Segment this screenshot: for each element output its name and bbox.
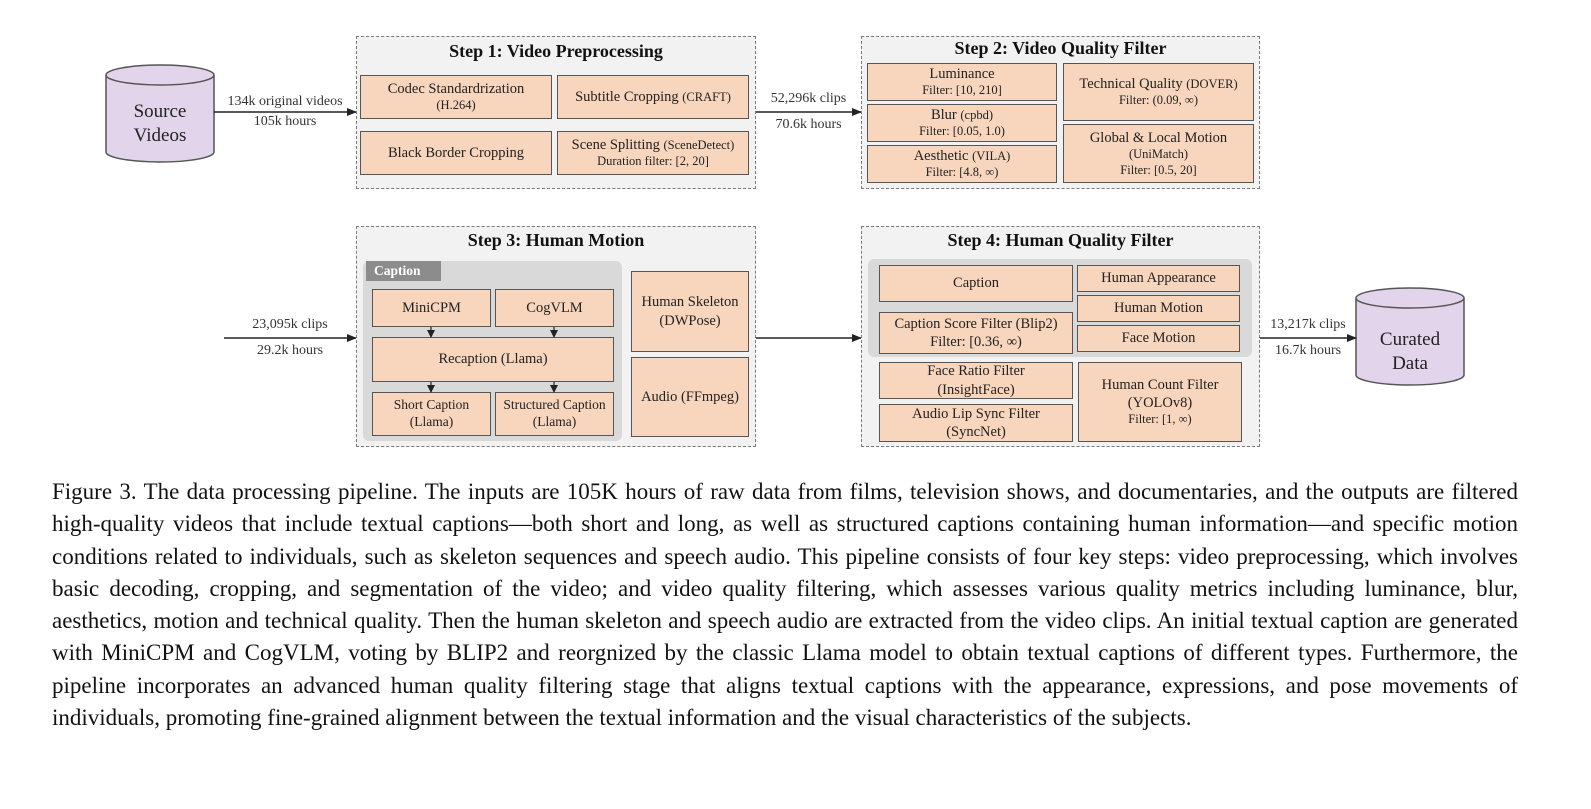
- technical-quality-box: Technical Quality (DOVER) Filter: (0.09,…: [1063, 63, 1254, 121]
- flow3-hours-label: 29.2k hours: [256, 343, 324, 358]
- human-skeleton-box: Human Skeleton(DWPose): [631, 271, 749, 352]
- subtitle-cropping-box: Subtitle Cropping (CRAFT): [557, 75, 749, 119]
- aesthetic-box: Aesthetic (VILA) Filter: [4.8, ∞): [867, 145, 1057, 183]
- step4-title: Step 4: Human Quality Filter: [947, 230, 1174, 250]
- flow4-clips-label: 13,217k clips: [1270, 317, 1346, 332]
- caption-score-filter-box: Caption Score Filter (Blip2)Filter: [0.3…: [879, 312, 1073, 354]
- structured-caption-box: Structured Caption(Llama): [495, 392, 614, 436]
- scene-splitting-box: Scene Splitting (SceneDetect) Duration f…: [557, 131, 749, 175]
- minicpm-box: MiniCPM: [372, 289, 491, 327]
- source-database-icon: [105, 64, 215, 163]
- face-ratio-filter-box: Face Ratio Filter(InsightFace): [879, 362, 1073, 399]
- step4-caption-box: Caption: [879, 265, 1073, 302]
- flow4-hours-label: 16.7k hours: [1274, 343, 1342, 358]
- blur-box: Blur (cpbd) Filter: [0.05, 1.0): [867, 104, 1057, 142]
- figure-caption-text: The data processing pipeline. The inputs…: [52, 479, 1518, 731]
- human-motion-box: Human Motion: [1077, 295, 1240, 322]
- flow1-hours-label: 105k hours: [253, 114, 317, 129]
- flow3-clips-label: 23,095k clips: [252, 317, 328, 332]
- flow2-clips-label: 52,296k clips: [770, 91, 847, 106]
- step1-title: Step 1: Video Preprocessing: [449, 41, 663, 61]
- step3-caption-tag: Caption: [366, 261, 441, 281]
- black-border-cropping-box: Black Border Cropping: [360, 131, 552, 175]
- audio-lip-sync-filter-box: Audio Lip Sync Filter(SyncNet): [879, 404, 1073, 442]
- step2-title: Step 2: Video Quality Filter: [954, 38, 1167, 58]
- figure-label: Figure 3.: [52, 479, 137, 504]
- face-motion-box: Face Motion: [1077, 325, 1240, 352]
- flow2-hours-label: 70.6k hours: [775, 117, 842, 132]
- flow1-videos-label: 134k original videos: [227, 94, 343, 109]
- global-local-motion-box: Global & Local Motion (UniMatch) Filter:…: [1063, 124, 1254, 183]
- human-appearance-box: Human Appearance: [1077, 265, 1240, 292]
- curated-database-icon: [1355, 287, 1465, 386]
- codec-standardization-box: Codec Standardrization(H.264): [360, 75, 552, 119]
- step3-title: Step 3: Human Motion: [467, 230, 645, 250]
- short-caption-box: Short Caption(Llama): [372, 392, 491, 436]
- human-count-filter-box: Human Count Filter(YOLOv8)Filter: [1, ∞): [1078, 362, 1242, 442]
- figure-caption: Figure 3. The data processing pipeline. …: [52, 476, 1518, 734]
- recaption-box: Recaption (Llama): [372, 337, 614, 382]
- cogvlm-box: CogVLM: [495, 289, 614, 327]
- audio-ffmpeg-box: Audio (FFmpeg): [631, 357, 749, 437]
